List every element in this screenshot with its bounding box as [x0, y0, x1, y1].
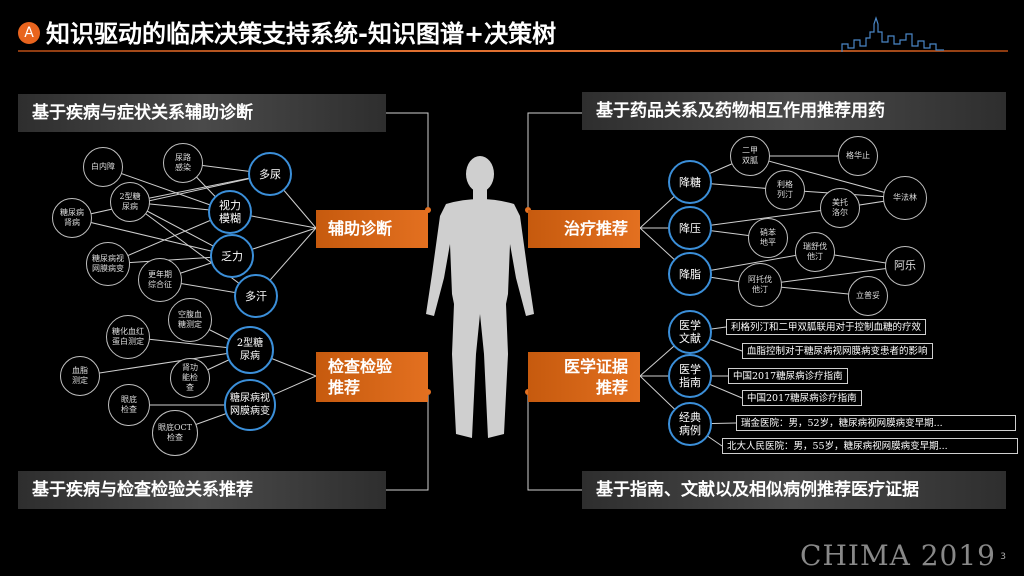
drug-node[interactable]: 美托洛尔	[820, 188, 860, 228]
footer-brand: CHIMA 2019	[800, 539, 996, 572]
evidence-category-node[interactable]: 医学文献	[668, 310, 712, 354]
human-body-icon	[426, 156, 534, 438]
drug-node[interactable]: 格华止	[838, 136, 878, 176]
drug-category-node[interactable]: 降糖	[668, 160, 712, 204]
disease-node[interactable]: 2型糖尿病	[110, 182, 150, 222]
symptom-node[interactable]: 乏力	[210, 234, 254, 278]
test-label: 眼底OCT检查	[157, 423, 192, 442]
drug-node[interactable]: 立普妥	[848, 276, 888, 316]
drug-node[interactable]: 华法林	[883, 176, 927, 220]
evidence-item[interactable]: 北大人民医院：男，55岁，糖尿病视网膜病变早期...	[722, 438, 1018, 454]
drug-node[interactable]: 硝苯地平	[748, 218, 788, 258]
evidence-category-label: 经典病例	[679, 411, 701, 437]
drug-label: 硝苯地平	[760, 228, 776, 247]
drug-node[interactable]: 利格列汀	[765, 170, 805, 210]
symptom-node[interactable]: 视力模糊	[208, 190, 252, 234]
drug-label: 瑞舒伐他汀	[803, 242, 827, 261]
drug-label: 二甲双胍	[742, 146, 758, 165]
exam-box[interactable]: 检查检验推荐	[316, 352, 428, 402]
test-node[interactable]: 空腹血糖测定	[168, 298, 212, 342]
title-underline	[18, 50, 1008, 52]
test-node[interactable]: 糖化血红蛋白测定	[106, 315, 150, 359]
drug-node[interactable]: 二甲双胍	[730, 136, 770, 176]
section-header-diagnosis: 基于疾病与症状关系辅助诊断	[18, 94, 386, 132]
test-label: 糖化血红蛋白测定	[112, 327, 144, 346]
drug-category-node[interactable]: 降脂	[668, 252, 712, 296]
symptom-node[interactable]: 多汗	[234, 274, 278, 318]
drug-label: 阿托伐他汀	[748, 275, 772, 294]
test-label: 血脂测定	[72, 366, 88, 385]
disease-label: 尿路感染	[175, 153, 191, 172]
disease-node[interactable]: 白内障	[83, 147, 123, 187]
disease-label: 2型糖尿病	[119, 192, 141, 211]
treatment-box[interactable]: 治疗推荐	[528, 210, 640, 248]
evidence-category-label: 医学文献	[679, 319, 701, 345]
drug-node[interactable]: 阿托伐他汀	[738, 263, 782, 307]
evidence-category-node[interactable]: 医学指南	[668, 354, 712, 398]
drug-label: 美托洛尔	[832, 198, 848, 217]
disease-node[interactable]: 尿路感染	[163, 143, 203, 183]
exam-disease-node[interactable]: 糖尿病视网膜病变	[224, 379, 276, 431]
exam-disease-node[interactable]: 2型糖尿病	[226, 326, 274, 374]
test-label: 眼底检查	[121, 395, 137, 414]
drug-label: 利格列汀	[777, 180, 793, 199]
diagnosis-box[interactable]: 辅助诊断	[316, 210, 428, 248]
section-badge: A	[18, 22, 40, 44]
drug-node[interactable]: 瑞舒伐他汀	[795, 232, 835, 272]
evidence-category-label: 医学指南	[679, 363, 701, 389]
disease-label: 糖尿病肾病	[60, 208, 84, 227]
test-node[interactable]: 眼底检查	[108, 384, 150, 426]
disease-label: 糖尿病视网膜病变	[92, 254, 124, 273]
drug-node[interactable]: 阿乐	[885, 246, 925, 286]
slide-title: 知识驱动的临床决策支持系统-知识图谱+决策树	[46, 20, 557, 48]
section-header-evidence: 基于指南、文献以及相似病例推荐医疗证据	[582, 471, 1006, 509]
evidence-item[interactable]: 血脂控制对于糖尿病视网膜病变患者的影响	[742, 343, 933, 359]
test-node[interactable]: 血脂测定	[60, 356, 100, 396]
disease-node[interactable]: 糖尿病肾病	[52, 198, 92, 238]
exam-box-label: 检查检验推荐	[328, 357, 393, 397]
page-number: 3	[1000, 552, 1006, 562]
section-header-exam: 基于疾病与检查检验关系推荐	[18, 471, 386, 509]
symptom-node[interactable]: 多尿	[248, 152, 292, 196]
disease-node[interactable]: 糖尿病视网膜病变	[86, 242, 130, 286]
test-label: 空腹血糖测定	[178, 310, 202, 329]
evidence-item[interactable]: 中国2017糖尿病诊疗指南	[728, 368, 848, 384]
exam-disease-label: 糖尿病视网膜病变	[230, 393, 270, 417]
skyline-icon	[841, 16, 944, 52]
evidence-category-node[interactable]: 经典病例	[668, 402, 712, 446]
evidence-box-label: 医学证据推荐	[563, 357, 628, 397]
disease-node[interactable]: 更年期综合征	[138, 258, 182, 302]
evidence-box[interactable]: 医学证据推荐	[528, 352, 640, 402]
section-header-treatment: 基于药品关系及药物相互作用推荐用药	[582, 92, 1006, 130]
evidence-item[interactable]: 中国2017糖尿病诊疗指南	[742, 390, 862, 406]
exam-disease-label: 2型糖尿病	[236, 338, 264, 362]
evidence-item[interactable]: 瑞金医院：男，52岁，糖尿病视网膜病变早期...	[736, 415, 1016, 431]
test-node[interactable]: 肾功能检查	[170, 358, 210, 398]
symptom-label: 视力模糊	[219, 199, 241, 225]
evidence-item[interactable]: 利格列汀和二甲双胍联用对于控制血糖的疗效	[726, 319, 927, 335]
test-label: 肾功能检查	[182, 363, 198, 392]
drug-category-node[interactable]: 降压	[668, 206, 712, 250]
test-node[interactable]: 眼底OCT检查	[152, 410, 198, 456]
disease-label: 更年期综合征	[148, 270, 172, 289]
